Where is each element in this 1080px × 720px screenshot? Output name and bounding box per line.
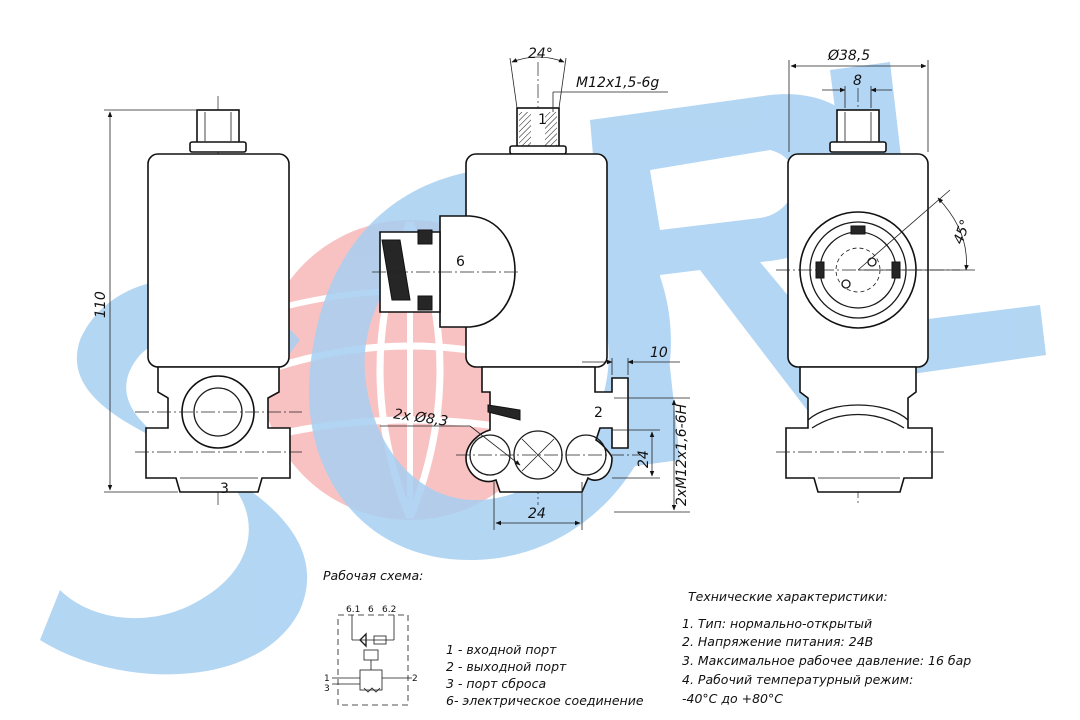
spec-item-3: 3. Максимальное рабочее давление: 16 бар <box>682 653 971 668</box>
front-view: 3 110 <box>93 96 302 505</box>
legend-item-1: 1 - входной порт <box>446 642 557 657</box>
port-3-label: 3 <box>220 481 229 497</box>
legend-item-2: 2 - выходной порт <box>446 659 567 674</box>
side-thread-label: 2xM12x1,6-6H <box>674 403 690 506</box>
scheme-label-6: 6 <box>368 605 374 615</box>
scheme-label-6-1: 6.1 <box>346 605 360 615</box>
scheme-label-2: 2 <box>412 674 418 684</box>
height-110-label: 110 <box>93 291 109 318</box>
working-scheme: Рабочая схема: 6.1 6 6.2 1 3 2 <box>323 568 423 706</box>
height-24-label: 24 <box>636 450 652 468</box>
technical-specs: Технические характеристики: 1. Тип: норм… <box>682 589 971 706</box>
diameter-label: Ø38,5 <box>827 48 870 64</box>
scheme-label-6-2: 6.2 <box>382 605 396 615</box>
width-8-label: 8 <box>853 73 862 89</box>
specs-title: Технические характеристики: <box>688 589 888 604</box>
scheme-label-3: 3 <box>324 684 330 694</box>
legend-item-4: 6- электрическое соединение <box>446 693 644 708</box>
width-24-label: 24 <box>528 506 546 522</box>
side-view: 1 24° M12x1,5-6g 6 2 10 <box>372 46 690 530</box>
port-1-label: 1 <box>538 112 547 128</box>
spec-item-1: 1. Тип: нормально-открытый <box>682 616 872 631</box>
thread-top-label: M12x1,5-6g <box>576 75 659 91</box>
port-legend: 1 - входной порт 2 - выходной порт 3 - п… <box>446 642 644 708</box>
spec-item-4: 4. Рабочий температурный режим: <box>682 672 913 687</box>
scheme-title: Рабочая схема: <box>323 568 423 583</box>
port-2-label: 2 <box>594 405 603 421</box>
width-10-label: 10 <box>650 345 668 361</box>
scheme-label-1: 1 <box>324 674 330 684</box>
port-6-label: 6 <box>456 254 465 270</box>
end-view: Ø38,5 8 45° <box>776 48 975 505</box>
holes-label: 2x Ø8,3 <box>392 406 449 429</box>
spec-item-2: 2. Напряжение питания: 24В <box>682 634 873 649</box>
angle-45-label: 45° <box>951 218 975 247</box>
legend-item-3: 3 - порт сброса <box>446 676 546 691</box>
angle-24-label: 24° <box>528 46 553 62</box>
spec-item-5: -40°С до +80°С <box>682 691 783 706</box>
